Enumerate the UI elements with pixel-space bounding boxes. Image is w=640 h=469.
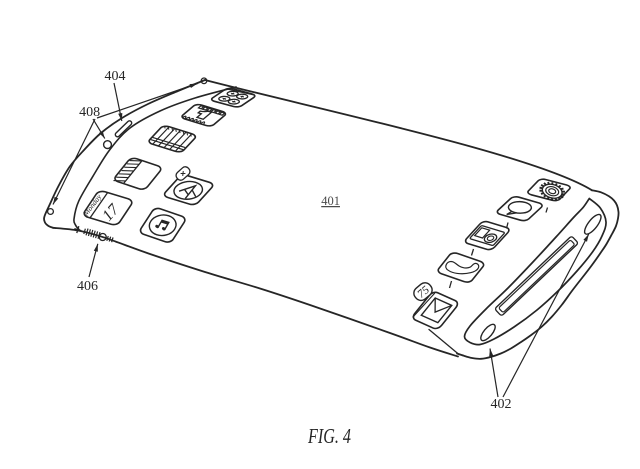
svg-text:401: 401 — [321, 194, 340, 208]
svg-text:408: 408 — [79, 105, 100, 120]
svg-text:404: 404 — [105, 69, 126, 84]
svg-text:FIG. 4: FIG. 4 — [307, 424, 351, 448]
svg-text:406: 406 — [77, 279, 98, 294]
svg-text:402: 402 — [491, 397, 512, 412]
